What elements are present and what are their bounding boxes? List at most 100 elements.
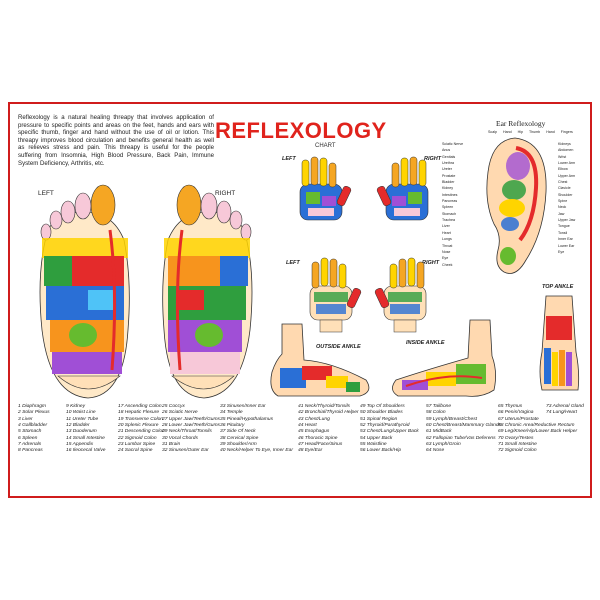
legend-item: 16 Ileocecal Valve xyxy=(66,448,106,454)
legend-item: 68 Chronic Area/Reductive Rectum xyxy=(498,423,575,429)
legend-column-9: 65 Thymus 66 Penis/Vagina 67 Uterus/Pros… xyxy=(498,404,577,455)
ear-label: Spine xyxy=(558,199,568,204)
legend-item: 22 Sigmoid Colon xyxy=(118,435,157,441)
legend-item: 64 Nose xyxy=(426,448,445,454)
top-ankle-label: TOP ANKLE xyxy=(542,284,574,290)
ear-label: Pancreas xyxy=(442,199,458,204)
legend-item: 72 Sigmoid Colon xyxy=(498,448,537,454)
legend-item: 28 Lower Jaw/Teeth/Gums xyxy=(162,423,220,429)
ear-label: Scalp xyxy=(488,130,497,134)
ear-label: Lower Arm xyxy=(558,161,576,166)
legend-item: 11 Ureter Tube xyxy=(66,416,99,422)
legend-item: 39 Shoulder/Arm xyxy=(220,442,257,448)
hand-left-top-label: LEFT xyxy=(282,156,296,162)
ear-label: Fingers xyxy=(560,130,573,134)
top-ankle-illustration xyxy=(539,295,580,391)
legend-item: 67 Uterus/Prostate xyxy=(498,416,539,422)
ear-label: Eye xyxy=(442,256,449,261)
legend-item: 26 Sciatic Nerve xyxy=(162,410,198,416)
legend-item: 61 MidBack xyxy=(426,429,452,435)
legend-item: 17 Ascending Colon xyxy=(118,404,162,409)
legend-item: 8 Pancreas xyxy=(18,448,43,454)
ear-left-labels: Sciatic Nerve Anus Genitals Urethra Uret… xyxy=(442,142,463,269)
inside-ankle-illustration xyxy=(392,319,496,397)
ear-label: Upper Arm xyxy=(558,173,576,178)
legend-column-5: 33 Sinuses/Inner Ear 34 Temple 35 Pineal… xyxy=(220,404,293,455)
hand-right-top-label: RIGHT xyxy=(424,156,442,162)
ear-label: Neck xyxy=(558,205,567,210)
ear-label: Abdomen xyxy=(558,148,574,153)
legend-item: 34 Temple xyxy=(220,410,243,416)
legend-item: 38 Cervical Spine xyxy=(220,435,259,441)
legend-item: 62 Fallopian Tube/Vas Deferens xyxy=(426,435,496,441)
legend: 1 Diaphragm 2 Solar Plexus 3 Liver 4 Gal… xyxy=(16,404,588,496)
legend-item: 52 Thyroid/Parathyroid xyxy=(360,423,410,429)
ear-label: Jaw xyxy=(558,211,565,216)
legend-item: 5 Stomach xyxy=(18,429,42,435)
feet-left-label: LEFT xyxy=(38,190,54,197)
legend-item: 58 Colon xyxy=(426,410,446,416)
legend-item: 48 Eye/Ear xyxy=(298,448,323,454)
reflexology-poster: Reflexology is a natural healing threapy… xyxy=(8,102,592,498)
intro-text: Reflexology is a natural healing threapy… xyxy=(18,114,214,167)
legend-item: 65 Thymus xyxy=(498,404,523,409)
legend-item: 35 Pineal/Hypothalamus xyxy=(220,416,274,422)
legend-column-10: 73 Adrenal Gland 74 Lung/Heart xyxy=(546,404,584,417)
legend-item: 71 Small Intestine xyxy=(498,442,537,448)
legend-item: 54 Upper Back xyxy=(360,435,393,441)
legend-item: 24 Sacral Spine xyxy=(118,448,153,454)
ear-label: Upper Jaw xyxy=(558,218,576,223)
legend-item: 51 Spinal Region xyxy=(360,416,398,422)
feet-right-label: RIGHT xyxy=(215,190,236,197)
ear-label: Clavicle xyxy=(558,186,571,191)
page-title: REFLEXOLOGY xyxy=(215,118,387,143)
ear-label: Kidneys xyxy=(558,142,571,146)
hand-left-bottom-label: LEFT xyxy=(286,260,300,266)
legend-item: 21 Descending Colon xyxy=(118,429,165,435)
legend-item: 49 Top Of Shoulders xyxy=(360,404,405,409)
legend-item: 30 Vocal Chords xyxy=(162,435,198,441)
legend-item: 18 Hepatic Flexure xyxy=(118,410,160,416)
ear-label: Hip xyxy=(517,130,523,134)
right-foot-illustration xyxy=(162,184,253,399)
ear-label: Nose xyxy=(442,249,451,254)
ear-right-labels: Kidneys Abdomen Wrist Lower Arm Elbow Up… xyxy=(558,142,575,256)
legend-item: 4 Gallbladder xyxy=(18,423,48,429)
legend-item: 15 Appendix xyxy=(66,442,94,448)
legend-item: 32 Sinuses/Outer Ear xyxy=(162,448,209,454)
ear-illustration xyxy=(486,137,547,274)
legend-column-6: 41 Neck/Thyroid/Tonsils 42 Bronchial/Thy… xyxy=(298,404,359,455)
legend-item: 33 Sinuses/Inner Ear xyxy=(220,404,266,409)
ear-label: Bladder xyxy=(442,180,455,185)
legend-item: 53 Chest/Lung/Upper Back xyxy=(360,429,419,435)
ear-label: Elbow xyxy=(558,167,568,172)
legend-item: 69 Leg/Knee/Hip/Lower Back Helper xyxy=(498,429,578,435)
right-hand-palm-illustration xyxy=(376,156,429,221)
ear-label: Prostate xyxy=(442,173,456,178)
legend-item: 56 Lower Back/Hip xyxy=(360,448,402,454)
legend-item: 44 Heart xyxy=(298,423,317,429)
ear-top-labels: Scalp Hand Hip Thumb Hand Fingers xyxy=(488,130,573,136)
ear-label: Hand xyxy=(503,130,512,134)
legend-column-2: 9 Kidney 10 Waist Line 11 Ureter Tube 12… xyxy=(66,404,106,455)
ear-label: Heart xyxy=(442,230,451,235)
legend-item: 60 Chest/Breast/Mammary Glands xyxy=(426,423,502,429)
ear-label: Anus xyxy=(442,148,451,153)
legend-item: 40 Neck/Helper To Eye, Inner Ear xyxy=(220,448,293,454)
ear-label: Ureter xyxy=(442,167,452,172)
ear-label: Sciatic Nerve xyxy=(442,142,464,146)
legend-item: 14 Small Intestine xyxy=(66,435,105,441)
legend-item: 13 Duodenum xyxy=(66,429,97,435)
legend-item: 2 Solar Plexus xyxy=(18,410,50,416)
legend-item: 66 Penis/Vagina xyxy=(498,410,534,416)
ear-label: Tonsil xyxy=(558,230,568,235)
ear-label: Urethra xyxy=(442,161,454,166)
ear-label: Inner Ear xyxy=(558,237,573,242)
legend-column-3: 17 Ascending Colon 18 Hepatic Flexure 19… xyxy=(118,404,165,455)
hand-right-bottom-label: RIGHT xyxy=(422,260,440,266)
legend-item: 59 Lymph/Breast/Chest xyxy=(426,416,478,422)
legend-item: 36 Pituitary xyxy=(220,423,245,429)
ear-label: Throat xyxy=(442,243,453,248)
ear-label: Eye xyxy=(558,249,565,254)
ear-label: Spleen xyxy=(442,205,454,210)
